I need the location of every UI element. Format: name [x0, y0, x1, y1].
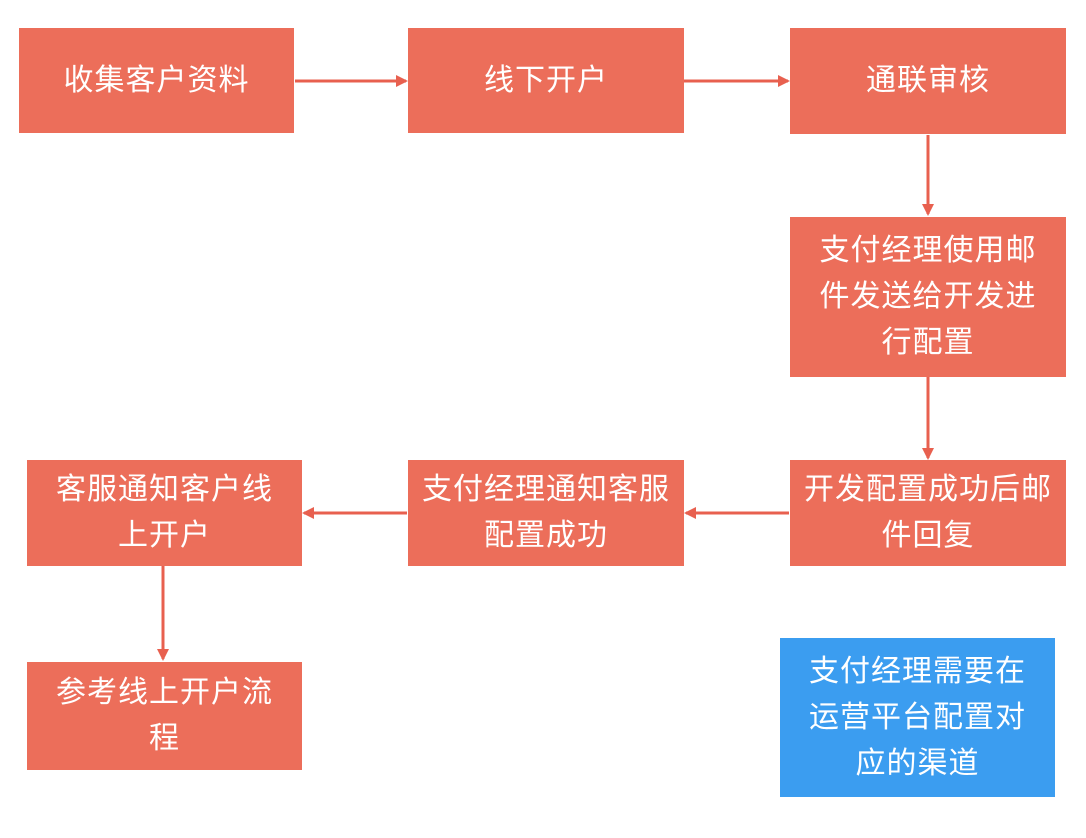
node-cs-notify-customer: 客服通知客户线上开户: [27, 460, 302, 566]
node-label: 线下开户: [484, 62, 608, 98]
node-online-open-flow: 参考线上开户流程: [27, 662, 302, 770]
node-notify-customer-service: 支付经理通知客服配置成功: [408, 460, 684, 566]
node-label: 客服通知客户线上开户: [56, 472, 273, 553]
node-label: 支付经理通知客服配置成功: [422, 472, 670, 553]
node-label: 参考线上开户流程: [56, 675, 273, 756]
note-configure-channel: 支付经理需要在运营平台配置对应的渠道: [780, 638, 1055, 797]
note-label: 支付经理需要在运营平台配置对应的渠道: [809, 653, 1026, 781]
node-label: 支付经理使用邮件发送给开发进行配置: [819, 233, 1037, 360]
node-collect-customer-info: 收集客户资料: [19, 28, 294, 133]
node-label: 收集客户资料: [63, 62, 250, 98]
node-label: 开发配置成功后邮件回复: [804, 472, 1052, 553]
node-label: 通联审核: [866, 63, 990, 98]
node-dev-config-reply: 开发配置成功后邮件回复: [790, 460, 1066, 566]
node-offline-open-account: 线下开户: [408, 28, 684, 133]
node-email-dev-config: 支付经理使用邮件发送给开发进行配置: [790, 217, 1066, 377]
node-unionpay-review: 通联审核: [790, 28, 1066, 134]
